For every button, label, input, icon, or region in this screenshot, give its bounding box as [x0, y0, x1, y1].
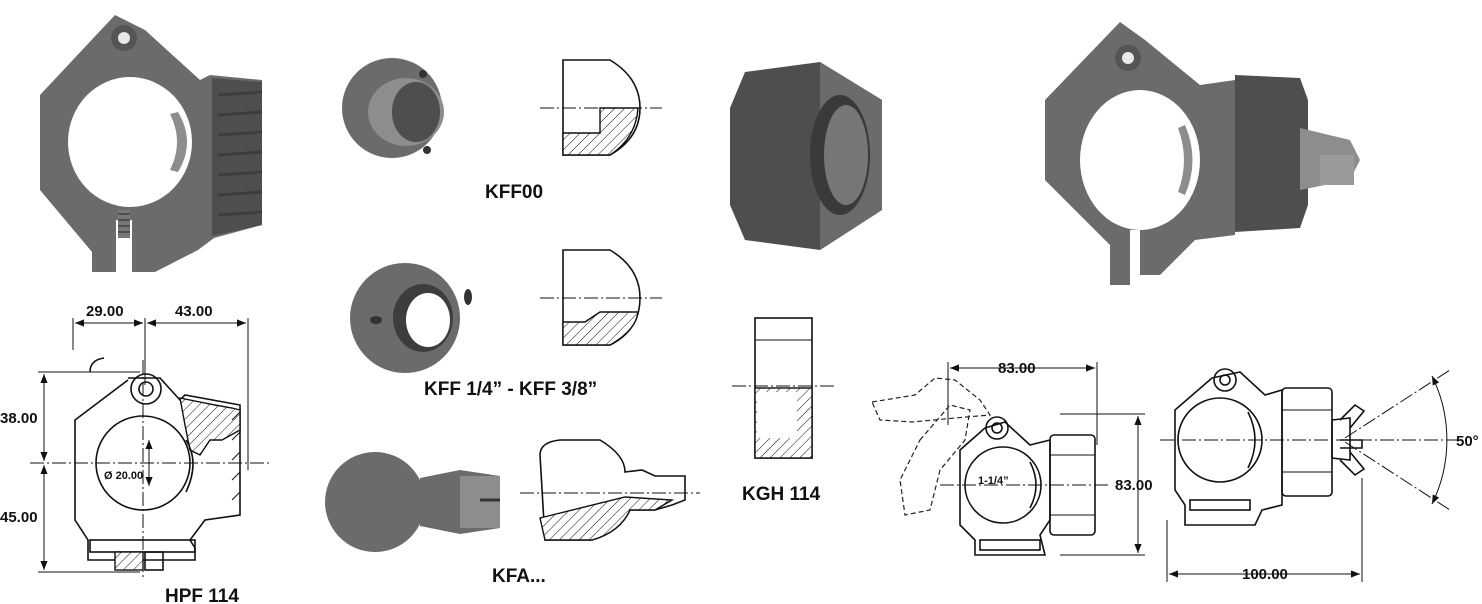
dim-assembly-width: 83.00	[998, 360, 1036, 377]
dim-hpf-bore: Ø 20.00	[104, 470, 143, 482]
dim-assembly-angle: 50°	[1456, 433, 1479, 450]
assembly-side-drawing: 100.00 50°	[1160, 368, 1479, 583]
dim-assembly-length: 100.00	[1242, 566, 1288, 583]
label-kfa: KFA...	[492, 566, 546, 587]
dim-hpf-lower-height: 45.00	[0, 509, 38, 526]
dim-hpf-upper-height: 38.00	[0, 410, 38, 427]
dim-hpf-width-right: 43.00	[175, 303, 213, 320]
label-kgh114: KGH 114	[742, 484, 821, 505]
assembly-front-drawing: 83.00 83.00 1-1/4”	[871, 360, 1153, 556]
dim-hpf-width-left: 29.00	[86, 303, 124, 320]
kfa-section-drawing	[520, 439, 700, 541]
kff-1-4-3-8-ball-photo	[350, 263, 472, 373]
dim-assembly-height: 83.00	[1115, 477, 1153, 494]
label-kff00: KFF00	[485, 182, 543, 203]
assembled-clamp-photo	[1045, 22, 1360, 285]
kff00-section-drawing	[540, 59, 662, 156]
kgh114-nut-photo	[730, 62, 882, 250]
dim-assembly-pipe: 1-1/4”	[978, 475, 1009, 487]
kff00-ball-photo	[342, 58, 444, 158]
kff-1-4-3-8-section-drawing	[540, 249, 662, 346]
kfa-ball-photo	[325, 452, 500, 552]
label-kff-1-4-3-8: KFF 1/4” - KFF 3/8”	[424, 379, 597, 400]
hpf114-drawing: 29.00 43.00 38.00 45.00 Ø 20.00 HPF 114	[0, 303, 270, 604]
hpf114-clamp-photo	[40, 15, 263, 272]
kgh114-section-drawing	[732, 317, 835, 459]
label-hpf114: HPF 114	[165, 586, 239, 604]
